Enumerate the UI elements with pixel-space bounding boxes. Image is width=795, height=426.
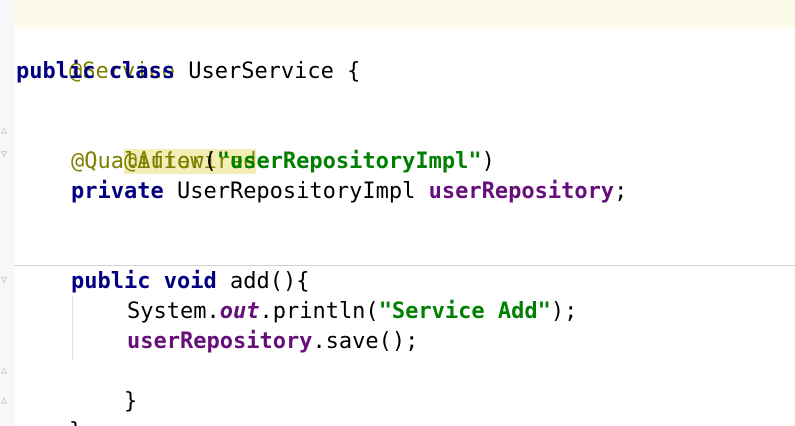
call-token: .println( bbox=[259, 299, 379, 324]
class-name-token: UserService bbox=[174, 59, 348, 84]
fold-icon[interactable]: ▽ bbox=[1, 149, 8, 160]
code-line[interactable]: @Autowired bbox=[71, 117, 257, 174]
code-line[interactable]: System.out.println("Service Add"); bbox=[127, 297, 577, 327]
brace-token: } bbox=[69, 419, 82, 426]
fold-icon[interactable]: △ bbox=[1, 125, 8, 136]
editor-gutter bbox=[0, 0, 14, 426]
paren-token: ( bbox=[203, 149, 217, 174]
keyword-token: void bbox=[163, 269, 217, 294]
receiver-token: System. bbox=[127, 299, 220, 324]
fold-icon[interactable]: △ bbox=[1, 395, 8, 406]
field-token: userRepository bbox=[127, 329, 313, 354]
code-line[interactable]: } bbox=[71, 357, 137, 414]
field-token: userRepository bbox=[428, 179, 615, 204]
semicolon-token: ; bbox=[614, 179, 628, 204]
code-line[interactable]: public void add(){ bbox=[71, 267, 309, 297]
call-token: .save(); bbox=[312, 329, 419, 354]
annotation-token: @Qualifier bbox=[71, 149, 204, 174]
code-line[interactable]: } bbox=[16, 387, 82, 426]
method-token: add(){ bbox=[216, 269, 310, 294]
code-line[interactable]: @Qualifier("userRepositoryImpl") bbox=[71, 147, 495, 177]
code-line[interactable]: private UserRepositoryImpl userRepositor… bbox=[71, 177, 627, 207]
code-line[interactable]: userRepository.save(); bbox=[127, 327, 418, 357]
annotation-token: @Service bbox=[68, 59, 175, 84]
code-line[interactable]: @Service bbox=[16, 27, 175, 84]
annotation-token: @Autowired bbox=[123, 149, 257, 174]
keyword-token: private bbox=[71, 179, 164, 204]
fold-icon[interactable]: ▽ bbox=[1, 275, 8, 286]
method-separator bbox=[14, 265, 795, 266]
static-field-token: out bbox=[219, 299, 260, 324]
code-line[interactable]: public class UserService { bbox=[16, 57, 360, 87]
fold-icon[interactable]: △ bbox=[1, 365, 8, 376]
brace-token: { bbox=[347, 59, 361, 84]
string-token: "Service Add" bbox=[378, 299, 551, 324]
brace-token: } bbox=[123, 389, 138, 414]
keyword-token: public bbox=[16, 59, 96, 84]
keyword-token: public bbox=[71, 269, 151, 294]
indent-guide bbox=[72, 296, 73, 360]
type-token: UserRepositoryImpl bbox=[163, 179, 429, 204]
paren-token: ) bbox=[481, 149, 495, 174]
string-token: "userRepositoryImpl" bbox=[216, 149, 482, 174]
call-end-token: ); bbox=[550, 299, 578, 324]
current-line-highlight bbox=[0, 0, 795, 28]
keyword-token: class bbox=[108, 59, 175, 84]
